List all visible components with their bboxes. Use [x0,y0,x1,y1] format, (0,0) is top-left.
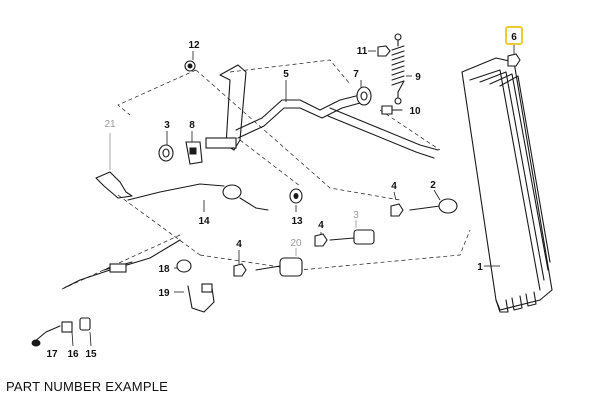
part-21-bracket[interactable] [95,133,133,199]
part-1-pedal[interactable] [461,57,553,313]
callout-4b[interactable]: 4 [318,220,324,231]
callout-10[interactable]: 10 [409,106,421,117]
part-2-stop-screw[interactable] [409,189,458,214]
callout-20[interactable]: 20 [290,238,302,249]
part-19-clamp[interactable] [174,283,215,313]
assembly-dash-lines [59,59,471,291]
part-3-bush[interactable] [158,131,174,162]
part-5-shaft[interactable] [205,64,439,159]
part-13-grommet[interactable] [289,188,303,212]
callout-9[interactable]: 9 [415,72,421,83]
callout-18[interactable]: 18 [158,264,170,275]
caption: PART NUMBER EXAMPLE [6,379,169,394]
part-10-screw[interactable] [381,105,403,115]
part-6-nut[interactable] [507,45,521,67]
callout-4c[interactable]: 4 [236,239,242,250]
callout-16[interactable]: 16 [67,349,79,360]
callout-8[interactable]: 8 [189,120,195,131]
callout-14[interactable]: 14 [198,216,210,227]
part-15-grommet[interactable] [79,317,92,347]
callout-4a[interactable]: 4 [391,181,397,192]
part-9-spring[interactable] [391,33,412,105]
part-8-clip[interactable] [185,131,203,165]
part-20-sleeve[interactable] [255,248,303,277]
callout-11[interactable]: 11 [357,46,368,57]
part-16-sleeve[interactable] [61,321,74,347]
callout-3-ghost[interactable]: 3 [353,210,359,221]
callout-1[interactable]: 1 [477,262,483,273]
part-4-nut-c[interactable] [233,250,247,277]
part-14-cable[interactable] [63,183,269,289]
part-3-adjust-screw[interactable] [329,220,375,245]
part-17-cable-end[interactable] [31,325,61,347]
part-7-bush[interactable] [356,80,372,106]
callout-7[interactable]: 7 [353,69,359,80]
callout-13[interactable]: 13 [291,216,303,227]
part-4-nut-b[interactable] [314,232,328,247]
callout-15[interactable]: 15 [85,349,97,360]
callout-6[interactable]: 6 [511,32,517,43]
callout-3[interactable]: 3 [164,120,170,131]
part-18-clip[interactable] [174,259,192,273]
callout-17[interactable]: 17 [46,349,58,360]
callout-21[interactable]: 21 [104,119,116,130]
part-4-nut-a[interactable] [390,191,404,217]
part-11-nut[interactable] [368,45,391,57]
callout-12[interactable]: 12 [188,40,200,51]
callout-6-highlight [505,26,523,45]
callout-19[interactable]: 19 [158,288,170,299]
callout-5[interactable]: 5 [283,69,289,80]
callout-2[interactable]: 2 [430,180,436,191]
part-12-bolt[interactable] [184,51,196,72]
